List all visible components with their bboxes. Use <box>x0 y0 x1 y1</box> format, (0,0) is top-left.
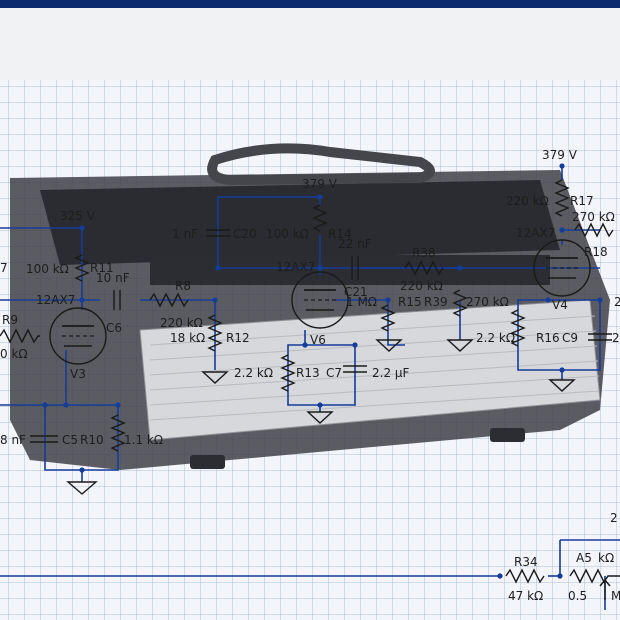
label-c20-value: 1 nF <box>172 227 198 241</box>
label-v6: V6 <box>310 333 326 347</box>
resistor-r9[interactable] <box>0 328 40 344</box>
label-r11-value: 100 kΩ <box>26 262 69 276</box>
label-v3: V3 <box>70 367 86 381</box>
tube-v6[interactable] <box>291 271 349 329</box>
label-r17-value: 220 kΩ <box>506 194 549 208</box>
ground-v6 <box>306 411 334 424</box>
label-a5-m: M <box>611 589 620 603</box>
label-c5-value: 8 nF <box>0 433 26 447</box>
label-r13-value: 2.2 kΩ <box>234 366 273 380</box>
resistor-r18[interactable] <box>574 222 614 238</box>
label-c6: C6 <box>106 321 122 335</box>
label-r8: R8 <box>175 279 191 293</box>
label-v4: V4 <box>552 298 568 312</box>
title-bar <box>0 0 620 8</box>
capacitor-c21[interactable] <box>351 256 359 280</box>
resistor-symbols[interactable] <box>0 179 620 600</box>
label-r38-value: 220 kΩ <box>400 279 443 293</box>
label-v325: 325 V <box>60 209 96 223</box>
capacitor-c5[interactable] <box>30 435 58 443</box>
label-r17-value-b: 270 kΩ <box>572 210 615 224</box>
ground-left <box>66 481 98 495</box>
label-r10-value: 1.1 kΩ <box>124 433 163 447</box>
label-r14: R14 <box>328 227 352 241</box>
label-edge-2a: 2 <box>614 295 620 309</box>
label-c5: C5 <box>62 433 78 447</box>
label-r17: R17 <box>570 194 594 208</box>
capacitor-c20[interactable] <box>206 229 230 237</box>
tube-v3[interactable] <box>49 307 107 365</box>
label-r15-value: 1 MΩ <box>346 295 377 309</box>
resistor-r39[interactable] <box>452 289 468 317</box>
label-c7: C7 <box>326 366 342 380</box>
label-r18: R18 <box>584 245 608 259</box>
label-edge-2b: 2 <box>610 511 618 525</box>
label-c9: C9 <box>562 331 578 345</box>
resistor-r10[interactable] <box>110 414 126 452</box>
resistor-r11[interactable] <box>74 254 90 282</box>
ground-r15 <box>375 339 403 352</box>
label-r8-value: 220 kΩ <box>160 316 203 330</box>
label-tube-type-left: 12AX7 <box>36 293 75 307</box>
label-r39-value: 270 kΩ <box>466 295 509 309</box>
resistor-r38[interactable] <box>404 260 444 276</box>
label-r11: R11 <box>90 261 114 275</box>
component-labels: 325 V 379 V 379 V 7 100 kΩ R11 10 nF 12A… <box>0 148 620 603</box>
label-r12-value: 18 kΩ <box>170 331 205 345</box>
tube-v4[interactable] <box>533 239 591 297</box>
resistor-r15[interactable] <box>380 304 396 332</box>
junctions <box>42 163 603 579</box>
label-c9-value: 2 <box>612 331 620 345</box>
resistor-r17[interactable] <box>554 179 570 217</box>
label-r14-value: 100 kΩ <box>266 227 309 241</box>
tube-symbols[interactable] <box>49 239 591 365</box>
ground-symbols <box>66 339 576 495</box>
resistor-r13[interactable] <box>280 354 296 392</box>
label-r16: R16 <box>536 331 560 345</box>
capacitor-c7[interactable] <box>343 365 367 373</box>
label-r34-value: 47 kΩ <box>508 589 543 603</box>
ground-r39 <box>446 339 474 352</box>
resistor-r34[interactable] <box>505 568 545 584</box>
label-c21: C21 <box>344 285 368 299</box>
capacitor-c9[interactable] <box>588 333 612 341</box>
resistor-r14[interactable] <box>312 204 328 232</box>
label-c7-value: 2.2 μF <box>372 366 410 380</box>
label-r38: R38 <box>412 246 436 260</box>
potentiometer-wiper[interactable] <box>599 578 611 600</box>
capacitor-symbols[interactable] <box>30 229 612 443</box>
potentiometer-a5[interactable] <box>569 568 620 584</box>
label-edge-7: 7 <box>0 261 8 275</box>
ground-r12 <box>201 371 229 384</box>
label-tube-type-mid: 12AX7 <box>276 260 315 274</box>
label-v379-mid: 379 V <box>302 177 338 191</box>
toolbar-area <box>0 8 620 80</box>
label-r12: R12 <box>226 331 250 345</box>
label-r13: R13 <box>296 366 320 380</box>
label-r34: R34 <box>514 555 538 569</box>
resistor-r16[interactable] <box>510 309 526 347</box>
label-r39: R39 <box>424 295 448 309</box>
label-a5: A5 <box>576 551 592 565</box>
capacitor-c6[interactable] <box>113 290 121 310</box>
label-r9-value: 0 kΩ <box>0 347 28 361</box>
label-c6-value: 10 nF <box>96 271 130 285</box>
label-r9: R9 <box>2 313 18 327</box>
label-a5-extra: 0.5 <box>568 589 587 603</box>
label-r15: R15 <box>398 295 422 309</box>
resistor-r8[interactable] <box>149 292 189 308</box>
amplifier-photo <box>10 143 610 470</box>
label-c21-value: 22 nF <box>338 237 372 251</box>
ground-v4 <box>548 379 576 392</box>
label-c20: C20 <box>233 227 257 241</box>
label-tube-type-right: 12AX7 <box>516 226 555 240</box>
label-a5-value: kΩ <box>598 551 614 565</box>
label-r10: R10 <box>80 433 104 447</box>
label-v379-right: 379 V <box>542 148 578 162</box>
label-r16-value: 2.2 kΩ <box>476 331 515 345</box>
resistor-r12[interactable] <box>207 314 223 352</box>
